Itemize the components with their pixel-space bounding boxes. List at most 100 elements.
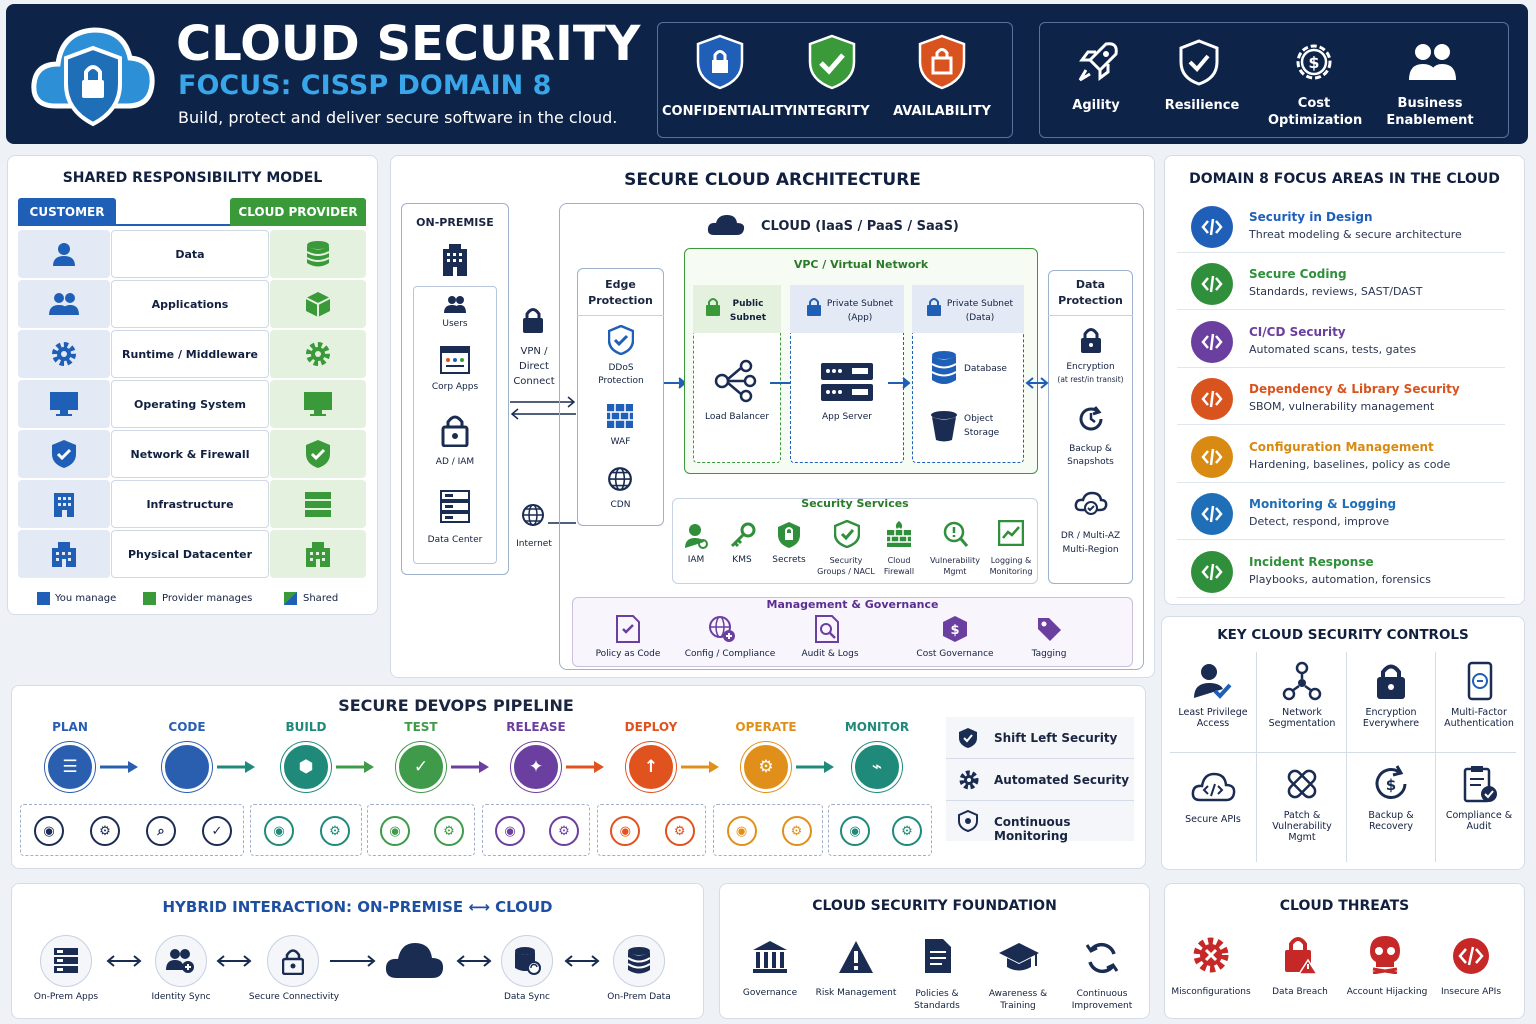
focus-area-icon xyxy=(1191,378,1233,420)
hybrid-data-sync-circle xyxy=(501,935,553,987)
datacenter-icon xyxy=(306,542,330,567)
foundation-governance-label: Governance xyxy=(742,988,798,998)
threat-misconfigurations-label: Misconfigurations xyxy=(1171,987,1251,997)
pipeline-arrow-icon xyxy=(336,761,374,773)
stage-tools-box: ◉⚙ xyxy=(250,804,362,856)
edge-title: Edge Protection xyxy=(588,278,653,307)
hybrid-connectivity-circle xyxy=(267,935,319,987)
focus-area-icon xyxy=(1191,436,1233,478)
hybrid-cloud-icon xyxy=(383,938,445,982)
server-icon xyxy=(54,948,78,973)
threat-data-breach-label: Data Breach xyxy=(1272,987,1328,997)
lock-icon xyxy=(705,297,721,317)
tag-icon xyxy=(1036,616,1062,642)
onprem-ad-iam-label: AD / IAM xyxy=(435,457,475,467)
stage-icon xyxy=(162,742,212,792)
vpn-lock-icon xyxy=(522,306,544,334)
waf-firewall-icon xyxy=(606,403,634,429)
legend-shared: Shared xyxy=(303,593,339,604)
cdn-globe-icon xyxy=(607,466,633,492)
network-icon xyxy=(1282,661,1322,701)
stage-tools-box: ◉⚙⌕✓ xyxy=(20,804,244,856)
cycle-arrows-icon xyxy=(1084,940,1120,976)
pipeline-stage-monitor: MONITOR⌁ xyxy=(832,720,922,792)
policy-doc-icon xyxy=(615,615,641,643)
arrow-right-icon xyxy=(330,955,376,967)
svg-text:$: $ xyxy=(1308,53,1319,72)
vpc-title: VPC / Virtual Network xyxy=(793,258,929,271)
stage-tools-box: ◉⚙ xyxy=(482,804,590,856)
onprem-data-center-label: Data Center xyxy=(427,535,483,545)
security-tool-icon: ✓ xyxy=(202,816,232,846)
secrets-icon xyxy=(777,521,801,549)
stage-icon: ✓ xyxy=(396,742,446,792)
focus-area-desc: Automated scans, tests, gates xyxy=(1249,343,1417,356)
edge-cdn-label: CDN xyxy=(610,500,631,510)
sec-kms-label: KMS xyxy=(732,555,752,565)
ddos-shield-icon xyxy=(608,325,634,355)
skull-icon xyxy=(1367,934,1403,974)
shared-row-label: Runtime / Middleware xyxy=(111,330,269,378)
control-network-segmentation: Network Segmentation xyxy=(1258,661,1346,729)
onprem-users-label: Users xyxy=(442,319,468,329)
benefit-business-enablement: Business Enablement xyxy=(1386,96,1474,128)
vpn-arrows-icon xyxy=(510,396,576,420)
audit-doc-icon xyxy=(814,615,840,643)
focus-area-title: CI/CD Security xyxy=(1249,325,1346,339)
focus-area-title: Configuration Management xyxy=(1249,440,1434,454)
private-data-subnet-label: Private Subnet (Data) xyxy=(946,299,1014,323)
focus-area-title: Incident Response xyxy=(1249,555,1374,569)
building-icon xyxy=(54,493,74,517)
confidentiality-shield-icon xyxy=(696,34,744,90)
onprem-corp-apps-label: Corp Apps xyxy=(431,382,479,392)
stage-label: RELEASE xyxy=(506,720,566,734)
stage-label: OPERATE xyxy=(735,720,797,734)
database-icon xyxy=(931,350,957,386)
benefit-resilience: Resilience xyxy=(1164,98,1240,113)
cloud-title: CLOUD (IaaS / PaaS / SaaS) xyxy=(761,219,959,234)
gear-icon xyxy=(306,342,330,366)
data-protection-title: Data Protection xyxy=(1058,278,1123,307)
cloud-box xyxy=(559,203,1144,670)
shield-icon xyxy=(959,728,977,748)
object-storage-icon xyxy=(930,410,958,442)
focus-area-title: Secure Coding xyxy=(1249,267,1347,281)
svg-text:$: $ xyxy=(1386,776,1396,794)
stage-label: DEPLOY xyxy=(624,720,678,734)
edge-ddos-label: DDoS Protection xyxy=(598,363,644,386)
shield-check-icon xyxy=(306,440,330,468)
gear-icon xyxy=(959,770,979,790)
gov-cost-label: Cost Governance xyxy=(916,649,994,659)
shared-row-label: Operating System xyxy=(111,380,269,428)
header-banner: CLOUD SECURITY FOCUS: CISSP DOMAIN 8 Bui… xyxy=(6,4,1528,144)
hybrid-onprem-apps-circle xyxy=(40,935,92,987)
cia-confidentiality: CONFIDENTIALITY xyxy=(662,104,793,119)
control-least-privilege: Least Privilege Access xyxy=(1169,661,1257,729)
people-icon xyxy=(1406,40,1458,84)
focus-area-icon xyxy=(1191,493,1233,535)
page-title: CLOUD SECURITY xyxy=(176,16,641,72)
stage-icon: ↑ xyxy=(626,742,676,792)
security-tool-icon: ◉ xyxy=(264,816,294,846)
sec-secrets-label: Secrets xyxy=(772,555,806,565)
cia-integrity: INTEGRITY xyxy=(792,104,870,119)
pipeline-stage-deploy: DEPLOY ↑ xyxy=(606,720,696,792)
stage-icon: ✦ xyxy=(511,742,561,792)
stage-icon: ⬢ xyxy=(281,742,331,792)
hybrid-onprem-apps-label: On-Prem Apps xyxy=(33,992,99,1002)
pipeline-stage-release: RELEASE ✦ xyxy=(491,720,581,792)
governance-icon xyxy=(752,940,788,974)
pipeline-arrow-icon xyxy=(451,761,489,773)
hybrid-identity-circle xyxy=(155,935,207,987)
security-tool-icon: ⌕ xyxy=(146,816,176,846)
sec-vulnerability-label: Vulnerability Mgmt xyxy=(929,556,981,576)
security-groups-icon xyxy=(834,520,860,548)
feature-continuous-monitoring: Continuous Monitoring xyxy=(946,801,1134,843)
focus-area-desc: Threat modeling & secure architecture xyxy=(1249,228,1462,241)
governance-title: Management & Governance xyxy=(766,598,939,611)
vulnerability-scan-icon xyxy=(942,520,968,548)
benefit-cost-optimization: Cost Optimization xyxy=(1268,96,1363,128)
database-label: Database xyxy=(964,364,1007,374)
